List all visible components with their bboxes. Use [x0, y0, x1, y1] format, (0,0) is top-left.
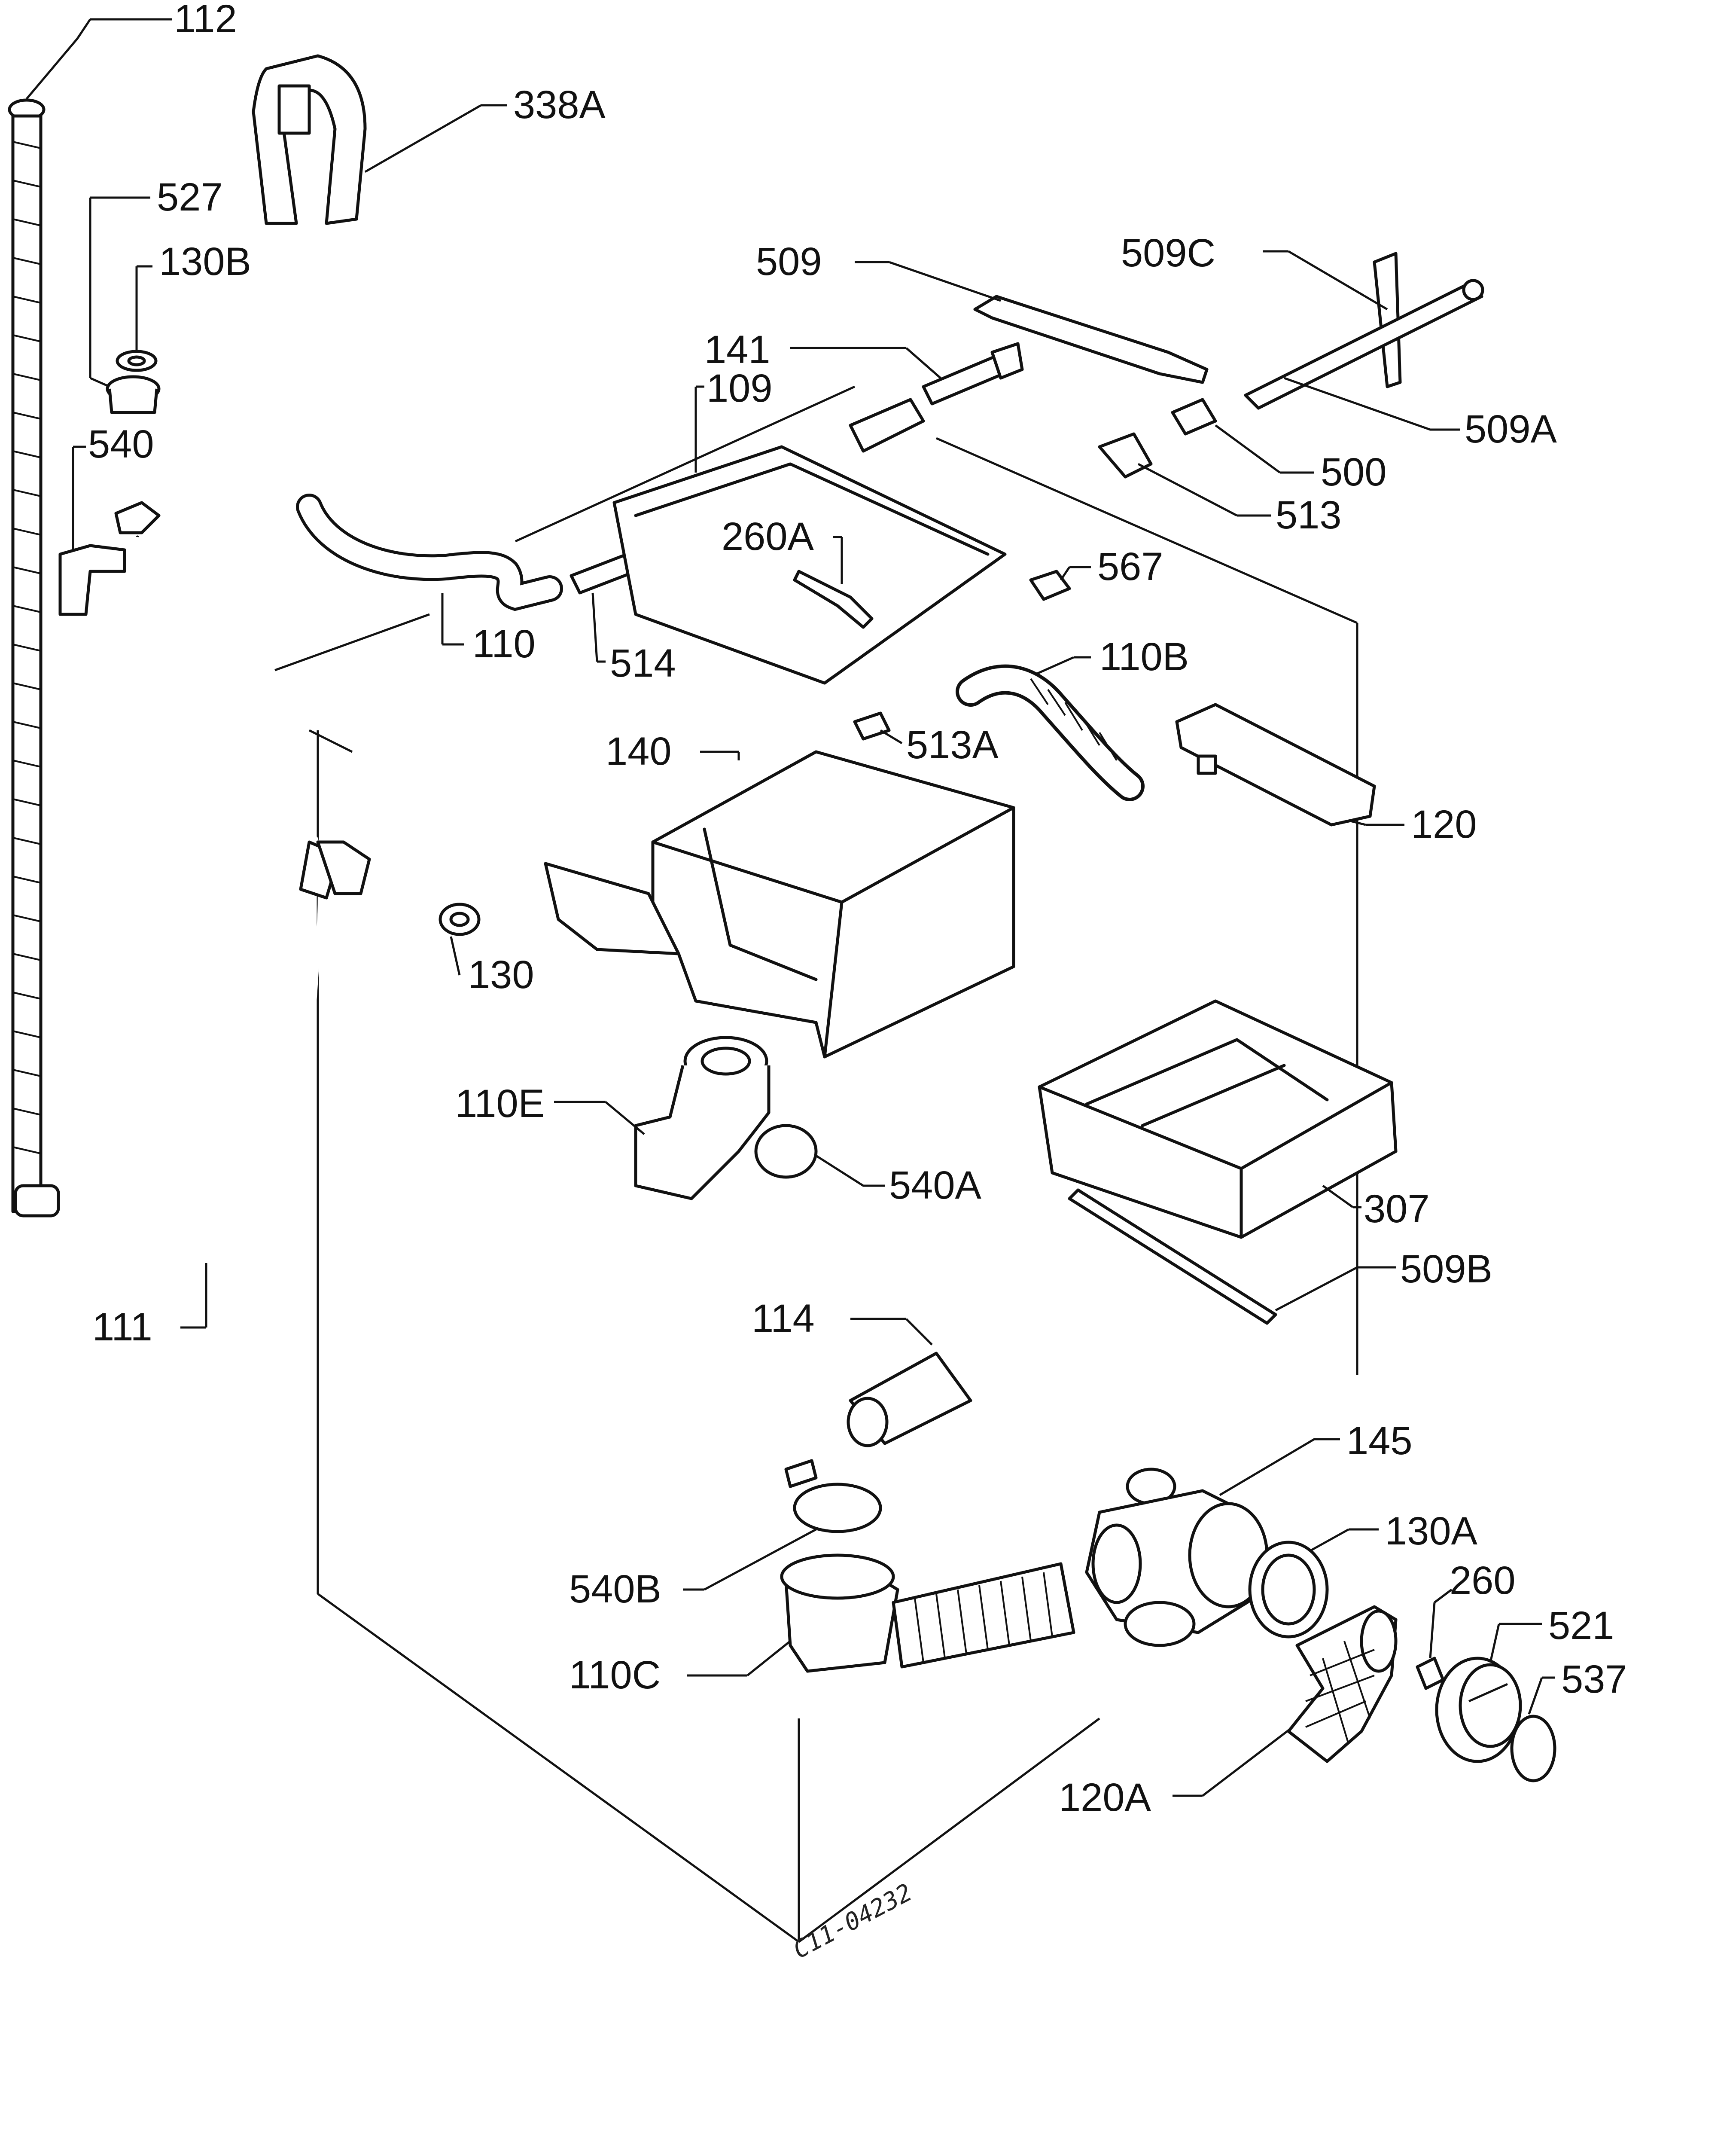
part-120-tray-insert — [1175, 703, 1404, 827]
label-513: 513 — [1276, 493, 1342, 537]
label-114: 114 — [752, 1297, 815, 1340]
label-338A: 338A — [513, 83, 606, 127]
part-509A-rod — [1244, 279, 1484, 431]
part-140-dispenser-housing — [544, 750, 1015, 1059]
part-110-hose — [296, 494, 563, 646]
part-513-bracket — [1098, 432, 1271, 517]
part-112-drain-hose — [8, 18, 172, 1218]
label-260A: 260A — [722, 515, 814, 558]
label-540B: 540B — [569, 1567, 661, 1611]
part-540-clamp — [58, 446, 126, 616]
label-537: 537 — [1561, 1657, 1627, 1701]
part-110B-hose — [956, 656, 1145, 801]
label-110B: 110B — [1099, 635, 1189, 679]
part-540B-clamp — [683, 1459, 882, 1591]
part-130-ring — [439, 903, 481, 976]
label-527: 527 — [157, 175, 223, 219]
label-509A: 509A — [1465, 407, 1557, 451]
label-120A: 120A — [1059, 1776, 1151, 1819]
label-145: 145 — [1346, 1419, 1413, 1463]
label-540: 540 — [88, 422, 154, 466]
drawing-reference: C11-04232 — [789, 1879, 917, 1965]
part-567-tab — [1029, 566, 1091, 601]
label-110E: 110E — [455, 1082, 545, 1126]
label-130B: 130B — [159, 240, 251, 284]
label-509C: 509C — [1121, 231, 1215, 275]
part-521-cover — [1435, 1623, 1542, 1763]
label-111: 111 — [92, 1305, 152, 1349]
label-500: 500 — [1321, 450, 1387, 494]
part-260-screw — [1416, 1589, 1453, 1690]
part-307-detergent-drawer — [1038, 999, 1398, 1239]
part-338A-hose-guide — [252, 54, 507, 225]
label-540A: 540A — [889, 1163, 981, 1207]
label-307: 307 — [1364, 1187, 1430, 1231]
part-114-solenoid — [847, 1318, 972, 1447]
part-500-switch — [1171, 398, 1314, 474]
part-141-valve — [790, 342, 1024, 453]
label-112: 112 — [174, 0, 237, 41]
part-260A-clip — [793, 536, 874, 629]
part-109-cover-plate — [515, 385, 1007, 685]
part-110E-bellows — [554, 1036, 771, 1200]
part-120A-filter — [1173, 1605, 1398, 1797]
label-110C: 110C — [569, 1653, 661, 1697]
label-141: 141 — [704, 328, 771, 372]
label-567: 567 — [1097, 545, 1163, 589]
part-513A-clip — [853, 711, 903, 745]
label-513A: 513A — [906, 723, 999, 767]
part-527-cap — [89, 196, 161, 414]
label-130A: 130A — [1385, 1509, 1477, 1553]
part-130A-seal — [1248, 1528, 1379, 1639]
label-521: 521 — [1548, 1604, 1614, 1648]
label-110: 110 — [472, 622, 536, 666]
part-145-pump-housing — [1085, 1438, 1340, 1647]
part-537-cap — [1510, 1676, 1556, 1782]
part-111-inlet-hose — [94, 501, 371, 1329]
label-140: 140 — [606, 729, 672, 773]
label-509B: 509B — [1400, 1247, 1492, 1291]
label-260: 260 — [1450, 1559, 1516, 1602]
label-509: 509 — [756, 240, 822, 284]
label-514: 514 — [610, 641, 676, 685]
label-109: 109 — [707, 366, 773, 410]
part-509-lever — [855, 261, 1209, 384]
part-110C-sump-hose — [687, 1553, 1075, 1677]
label-120: 120 — [1411, 803, 1477, 846]
part-130B-washer — [116, 265, 158, 372]
label-130: 130 — [468, 953, 534, 997]
part-509B-rod — [1068, 1188, 1396, 1325]
part-540A-clamp — [754, 1124, 885, 1187]
